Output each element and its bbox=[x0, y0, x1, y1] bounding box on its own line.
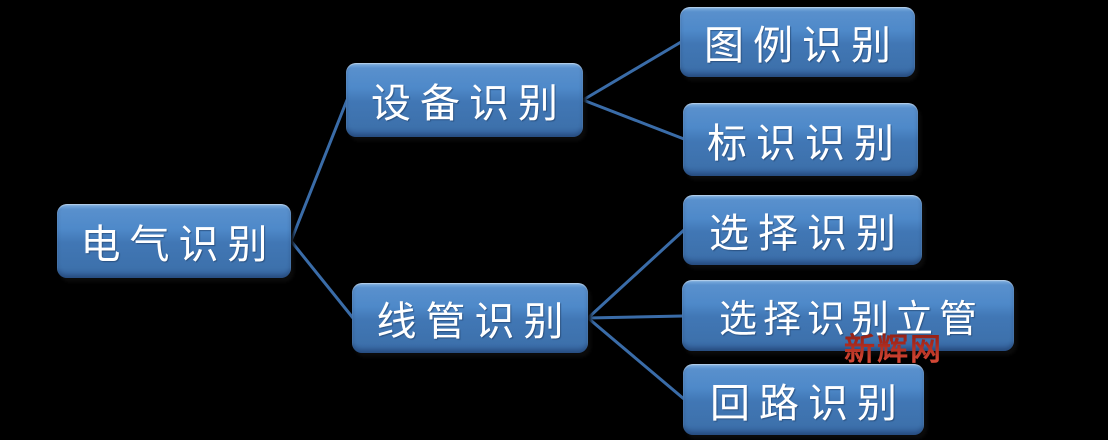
connector-electrical-conduit bbox=[289, 239, 355, 320]
node-selection-recognition-riser: 选择识别立管 bbox=[682, 280, 1014, 351]
node-marking-recognition: 标识识别 bbox=[683, 103, 918, 176]
node-legend-recognition-label: 图例识别 bbox=[704, 23, 900, 69]
connector-equipment-legend bbox=[581, 40, 683, 102]
node-conduit-recognition-label: 线管识别 bbox=[376, 299, 573, 345]
node-legend-recognition: 图例识别 bbox=[680, 7, 915, 77]
connector-equipment-marking bbox=[581, 98, 686, 141]
node-equipment-recognition-label: 设备识别 bbox=[371, 81, 567, 127]
connector-conduit-circuit bbox=[586, 316, 686, 401]
node-selection-recognition-riser-label: 选择识别立管 bbox=[718, 297, 983, 341]
node-equipment-recognition: 设备识别 bbox=[346, 63, 583, 137]
node-circuit-recognition: 回路识别 bbox=[683, 364, 924, 435]
node-selection-recognition-label: 选择识别 bbox=[709, 211, 905, 257]
connector-electrical-equipment bbox=[289, 98, 349, 243]
node-marking-recognition-label: 标识识别 bbox=[707, 120, 903, 167]
connector-conduit-selection-riser bbox=[586, 314, 685, 320]
node-selection-recognition: 选择识别 bbox=[683, 195, 922, 265]
node-conduit-recognition: 线管识别 bbox=[352, 283, 588, 353]
connector-conduit-selection bbox=[586, 228, 686, 320]
watermark-text: 新辉网 bbox=[844, 324, 943, 369]
node-electrical-recognition: 电气识别 bbox=[57, 204, 291, 278]
node-electrical-recognition-label: 电气识别 bbox=[80, 222, 277, 268]
node-circuit-recognition-label: 回路识别 bbox=[710, 380, 906, 427]
